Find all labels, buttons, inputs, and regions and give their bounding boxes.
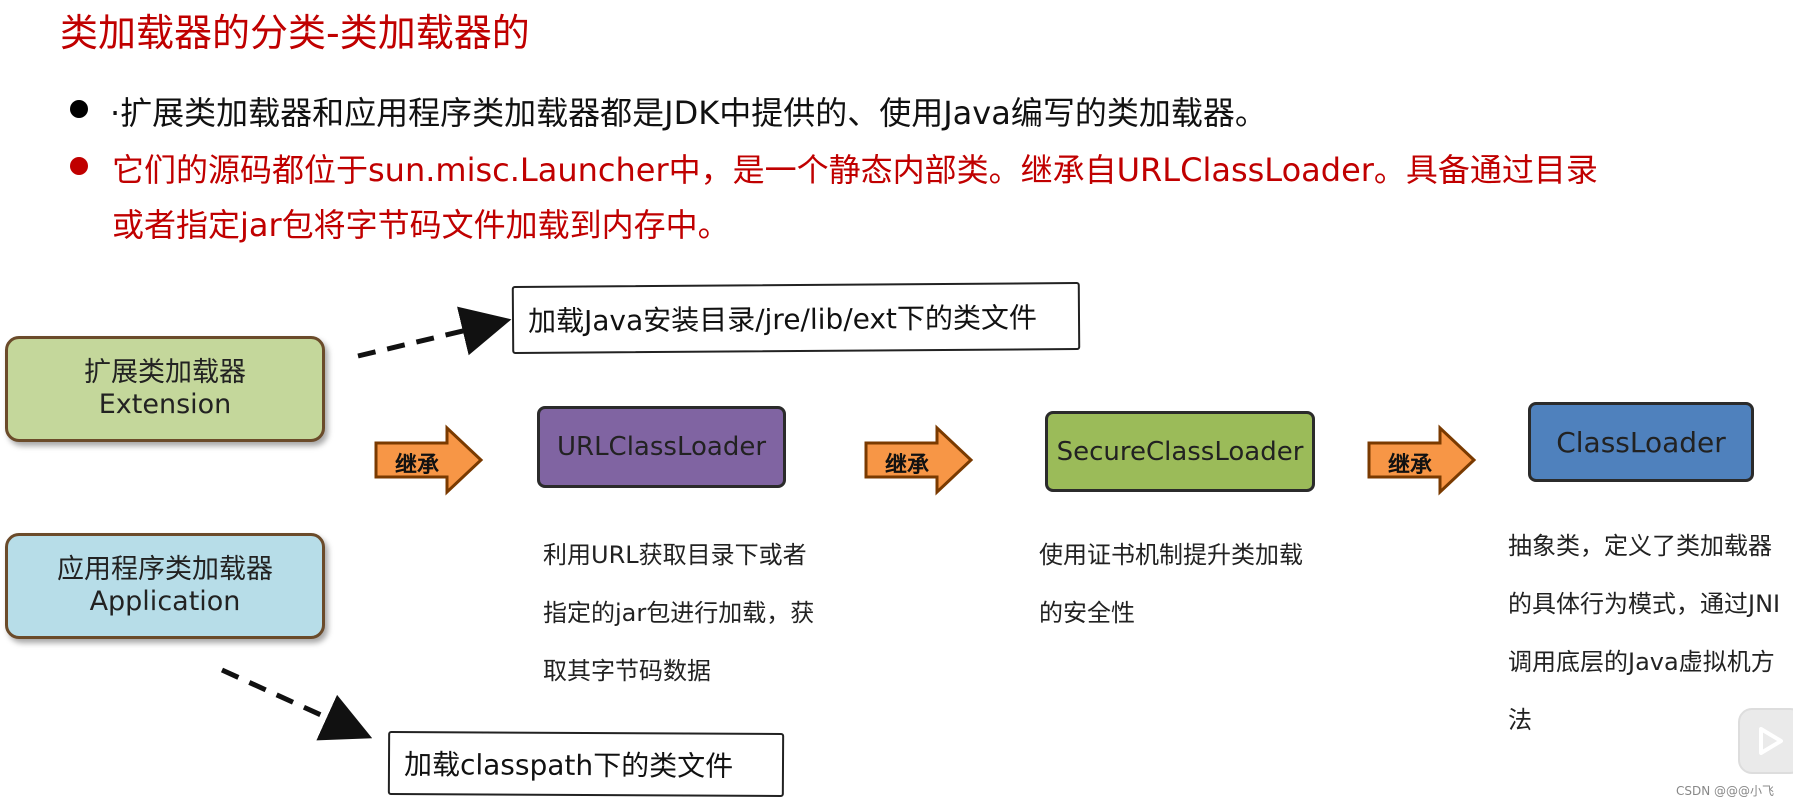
bullet-text-1: ·扩展类加载器和应用程序类加载器都是JDK中提供的、使用Java编写的类加载器。: [110, 94, 1267, 132]
bullet-dot: [70, 100, 88, 118]
dashed-arrow-extension: [357, 306, 512, 359]
classloader-desc-line: 抽象类，定义了类加载器: [1508, 532, 1772, 560]
classloader-desc-line: 调用底层的Java虚拟机方: [1508, 648, 1775, 676]
secureclassloader-desc: 使用证书机制提升类加载 的安全性: [1039, 526, 1339, 642]
application-loader-name-cn: 应用程序类加载器: [57, 553, 273, 585]
inherit-arrow-3: [1367, 424, 1477, 496]
urlclassloader-desc-line: 取其字节码数据: [543, 657, 711, 685]
secureclassloader-desc-line: 使用证书机制提升类加载: [1039, 541, 1303, 569]
inherit-arrow-1: [374, 424, 484, 496]
urlclassloader-desc: 利用URL获取目录下或者 指定的jar包进行加载，获 取其字节码数据: [543, 526, 843, 700]
application-loader-node: 应用程序类加载器 Application: [5, 533, 325, 639]
classloader-box: ClassLoader: [1528, 402, 1754, 482]
urlclassloader-desc-line: 指定的jar包进行加载，获: [543, 599, 815, 627]
inherit-label-1: 继承: [395, 453, 440, 478]
urlclassloader-box: URLClassLoader: [537, 406, 786, 488]
secureclassloader-desc-line: 的安全性: [1039, 599, 1135, 627]
inherit-label-3: 继承: [1388, 453, 1433, 478]
application-callout: 加载classpath下的类文件: [387, 730, 785, 798]
extension-loader-name-en: Extension: [98, 389, 232, 420]
application-loader-name-en: Application: [89, 586, 241, 617]
extension-callout: 加载Java安装目录/jre/lib/ext下的类文件: [511, 282, 1081, 354]
extension-loader-node: 扩展类加载器 Extension: [5, 336, 325, 442]
dashed-arrow-application: [220, 667, 373, 741]
urlclassloader-desc-line: 利用URL获取目录下或者: [543, 541, 807, 569]
classloader-desc-line: 的具体行为模式，通过JNI: [1508, 590, 1781, 618]
bullet-text-2-line1: 它们的源码都位于sun.misc.Launcher中，是一个静态内部类。继承自U…: [112, 151, 1598, 189]
extension-loader-name-cn: 扩展类加载器: [84, 356, 246, 388]
classloader-desc-line: 法: [1508, 706, 1532, 734]
secureclassloader-box: SecureClassLoader: [1045, 411, 1315, 492]
page-title: 类加载器的分类-类加载器的: [60, 11, 530, 55]
bullet-text-2-line2: 或者指定jar包将字节码文件加载到内存中。: [112, 206, 730, 244]
inherit-label-2: 继承: [885, 453, 930, 478]
bullet-dot-red: [70, 157, 88, 175]
play-icon[interactable]: [1738, 708, 1793, 774]
inherit-arrow-2: [864, 424, 974, 496]
classloader-desc: 抽象类，定义了类加载器 的具体行为模式，通过JNI 调用底层的Java虚拟机方 …: [1508, 517, 1793, 749]
watermark: CSDN @@@小飞: [1676, 784, 1775, 798]
